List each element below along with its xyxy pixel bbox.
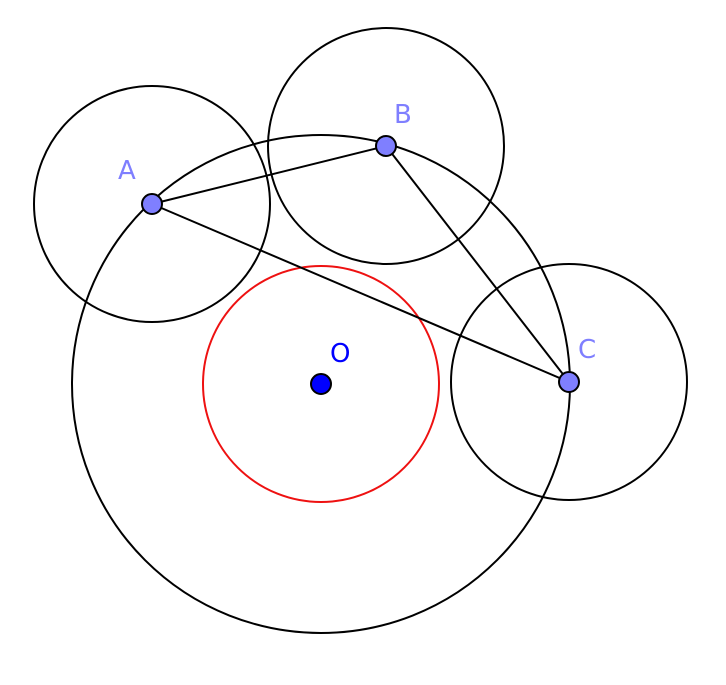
circle-around-c (450, 263, 688, 501)
segment-bc (385, 145, 570, 383)
circle-around-a (33, 85, 271, 323)
circle-around-b (267, 27, 505, 265)
label-c: C (578, 335, 596, 365)
segment-ac (151, 203, 570, 383)
inner-circle (202, 265, 440, 503)
point-o[interactable] (310, 373, 332, 395)
segment-ab (151, 145, 387, 205)
label-b: B (394, 100, 412, 130)
point-a[interactable] (141, 193, 163, 215)
label-o: O (330, 339, 350, 369)
point-c[interactable] (558, 371, 580, 393)
point-b[interactable] (375, 135, 397, 157)
label-a: A (118, 156, 136, 186)
